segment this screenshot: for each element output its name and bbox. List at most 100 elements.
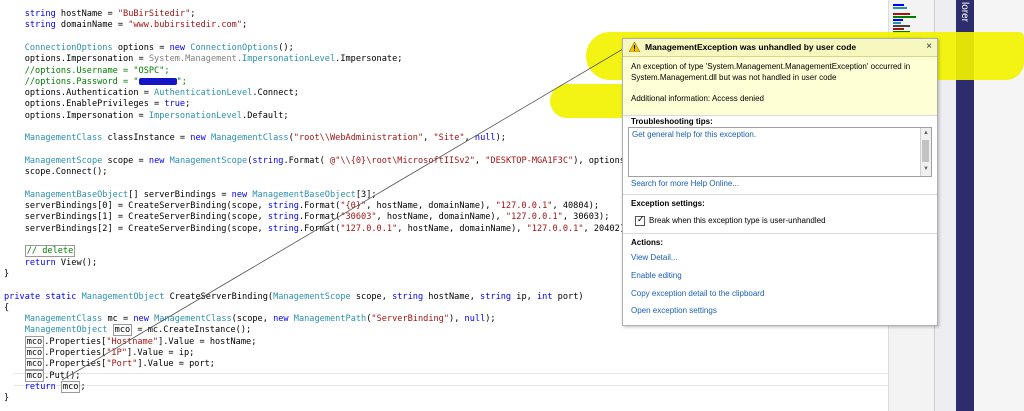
code-token: ); [485,314,496,325]
code-line[interactable]: // delete [4,245,76,258]
break-on-exception-checkbox[interactable]: ✓ [635,214,645,226]
scroll-down-icon[interactable]: ▼ [923,166,929,172]
code-token: new [231,189,253,200]
code-line[interactable]: ManagementObject mco = mc.CreateInstance… [4,324,251,337]
break-on-exception-label[interactable]: Break when this exception type is user-u… [649,216,826,225]
search-help-online-link[interactable]: Search for more Help Online... [631,179,740,188]
code-token: return [4,381,61,392]
minimap-line [893,22,902,24]
code-line[interactable]: string domainName = "www.bubirsitedir.co… [4,20,248,31]
exception-message: An exception of type 'System.Management.… [631,62,911,82]
tip-link[interactable]: Get general help for this exception. [632,130,757,139]
code-token: ImpersonationLevel [242,54,336,65]
code-token: , hostName, domainName), [376,212,506,223]
code-token: .Format( [298,223,341,234]
scroll-thumb[interactable] [922,140,929,162]
troubleshooting-heading: Troubleshooting tips: [631,117,713,126]
code-token: ].Value = ip; [127,348,195,358]
actions-heading: Actions: [631,238,663,247]
code-line[interactable]: options.EnablePrivileges = true; [4,99,191,110]
code-token: "www.bubirsitedir.com" [128,20,243,31]
code-token: [] serverBindings = [128,189,232,200]
code-token: "127.0.0.1" [526,223,584,234]
view-detail-link[interactable]: View Detail... [631,253,678,262]
code-line[interactable]: string hostName = "BuBirSitedir"; [4,9,196,20]
code-token: { [4,302,10,313]
code-line[interactable]: serverBindings[2] = CreateServerBinding(… [4,224,630,235]
code-token: ImpersonationLevel [148,110,243,121]
code-token: hostName = [60,9,118,19]
copy-exception-detail-link[interactable]: Copy exception detail to the clipboard [631,289,765,298]
code-token: ManagementScope [273,291,351,302]
code-token: ManagementObject [81,291,165,302]
code-line[interactable]: ManagementClass classInstance = new Mana… [4,133,506,144]
code-token: string [252,155,284,166]
code-token: true [164,99,186,110]
redacted-password [138,77,177,85]
code-line[interactable]: mco.Properties["Port"].Value = port; [4,358,215,371]
code-line[interactable]: serverBindings[1] = CreateServerBinding(… [4,212,610,223]
enable-editing-link[interactable]: Enable editing [631,271,682,280]
code-token: ManagementClass [154,314,232,325]
code-token: return [4,257,61,268]
code-token-highlighted: mco [24,347,45,359]
code-line[interactable]: //options.Password = ""; [4,77,187,88]
code-token: classInstance = [102,133,191,144]
code-token: domainName = [60,20,129,31]
code-line[interactable]: serverBindings[0] = CreateServerBinding(… [4,201,599,212]
code-token [4,246,25,256]
code-line[interactable]: ManagementScope scope = new ManagementSc… [4,155,636,167]
scroll-up-icon[interactable]: ▲ [923,130,929,136]
code-line[interactable]: return View(); [4,258,97,269]
code-line[interactable]: ManagementBaseObject[] serverBindings = … [4,190,377,201]
code-comment: // delete [24,245,76,258]
code-line[interactable]: return mco; [4,380,86,393]
code-token: private static [4,291,82,302]
code-token: string [267,223,299,234]
code-token: "127.0.0.1" [495,201,553,212]
code-line[interactable]: ConnectionOptions options = new Connecti… [4,43,294,54]
code-line[interactable]: } [4,269,9,280]
close-icon[interactable]: × [926,41,932,52]
code-token: string [4,9,61,19]
code-token: string [4,20,61,31]
open-exception-settings-link[interactable]: Open exception settings [631,306,717,315]
code-line[interactable]: options.Authentication = AuthenticationL… [4,88,299,99]
solution-explorer-tab[interactable]: lorer [956,0,974,411]
code-line[interactable]: { [4,303,9,314]
solution-explorer-label: lorer [959,2,970,23]
code-token [4,359,25,369]
code-token: string [267,201,299,212]
code-token: options.Impersonation = [4,54,149,65]
code-line[interactable]: options.Impersonation = System.Managemen… [4,54,403,65]
code-token-highlighted: mco [112,324,133,337]
code-token: "ServerBinding" [371,314,450,325]
code-token: options.EnablePrivileges = [4,99,165,110]
code-token: scope = [102,155,149,166]
code-line[interactable]: scope.Connect(); [4,167,108,178]
code-token: null [474,133,496,144]
code-line[interactable]: //options.Username = "OSPC"; [4,66,170,77]
code-token: , hostName, domainName), [397,223,527,234]
code-line[interactable]: ManagementClass mc = new ManagementClass… [4,314,496,325]
code-line[interactable]: mco.Put(); [4,369,80,382]
code-token: "127.0.0.1" [505,212,563,223]
code-token: //options.Password = " [4,76,139,87]
code-token: (); [278,42,294,53]
code-token: "IP" [106,348,128,358]
code-line[interactable]: private static ManagementObject CreateSe… [4,292,584,303]
code-line[interactable]: } [4,393,9,404]
tips-scrollbar[interactable]: ▲ ▼ [920,128,931,176]
code-token: .Format( [298,212,341,223]
code-token: new [133,314,155,325]
code-token: scope, [350,291,393,302]
code-token: ManagementBaseObject [252,189,356,200]
code-token: ManagementBaseObject [4,189,129,200]
code-token: ; [185,99,191,110]
troubleshooting-tips-list[interactable]: Get general help for this exception. ▲ ▼ [628,127,932,177]
code-token: serverBindings[2] = CreateServerBinding(… [4,223,268,234]
code-line[interactable]: options.Impersonation = ImpersonationLev… [4,111,289,122]
code-token: [3]; [355,189,377,200]
minimap-line [893,28,904,30]
exception-title-bar: ManagementException was unhandled by use… [623,39,937,57]
